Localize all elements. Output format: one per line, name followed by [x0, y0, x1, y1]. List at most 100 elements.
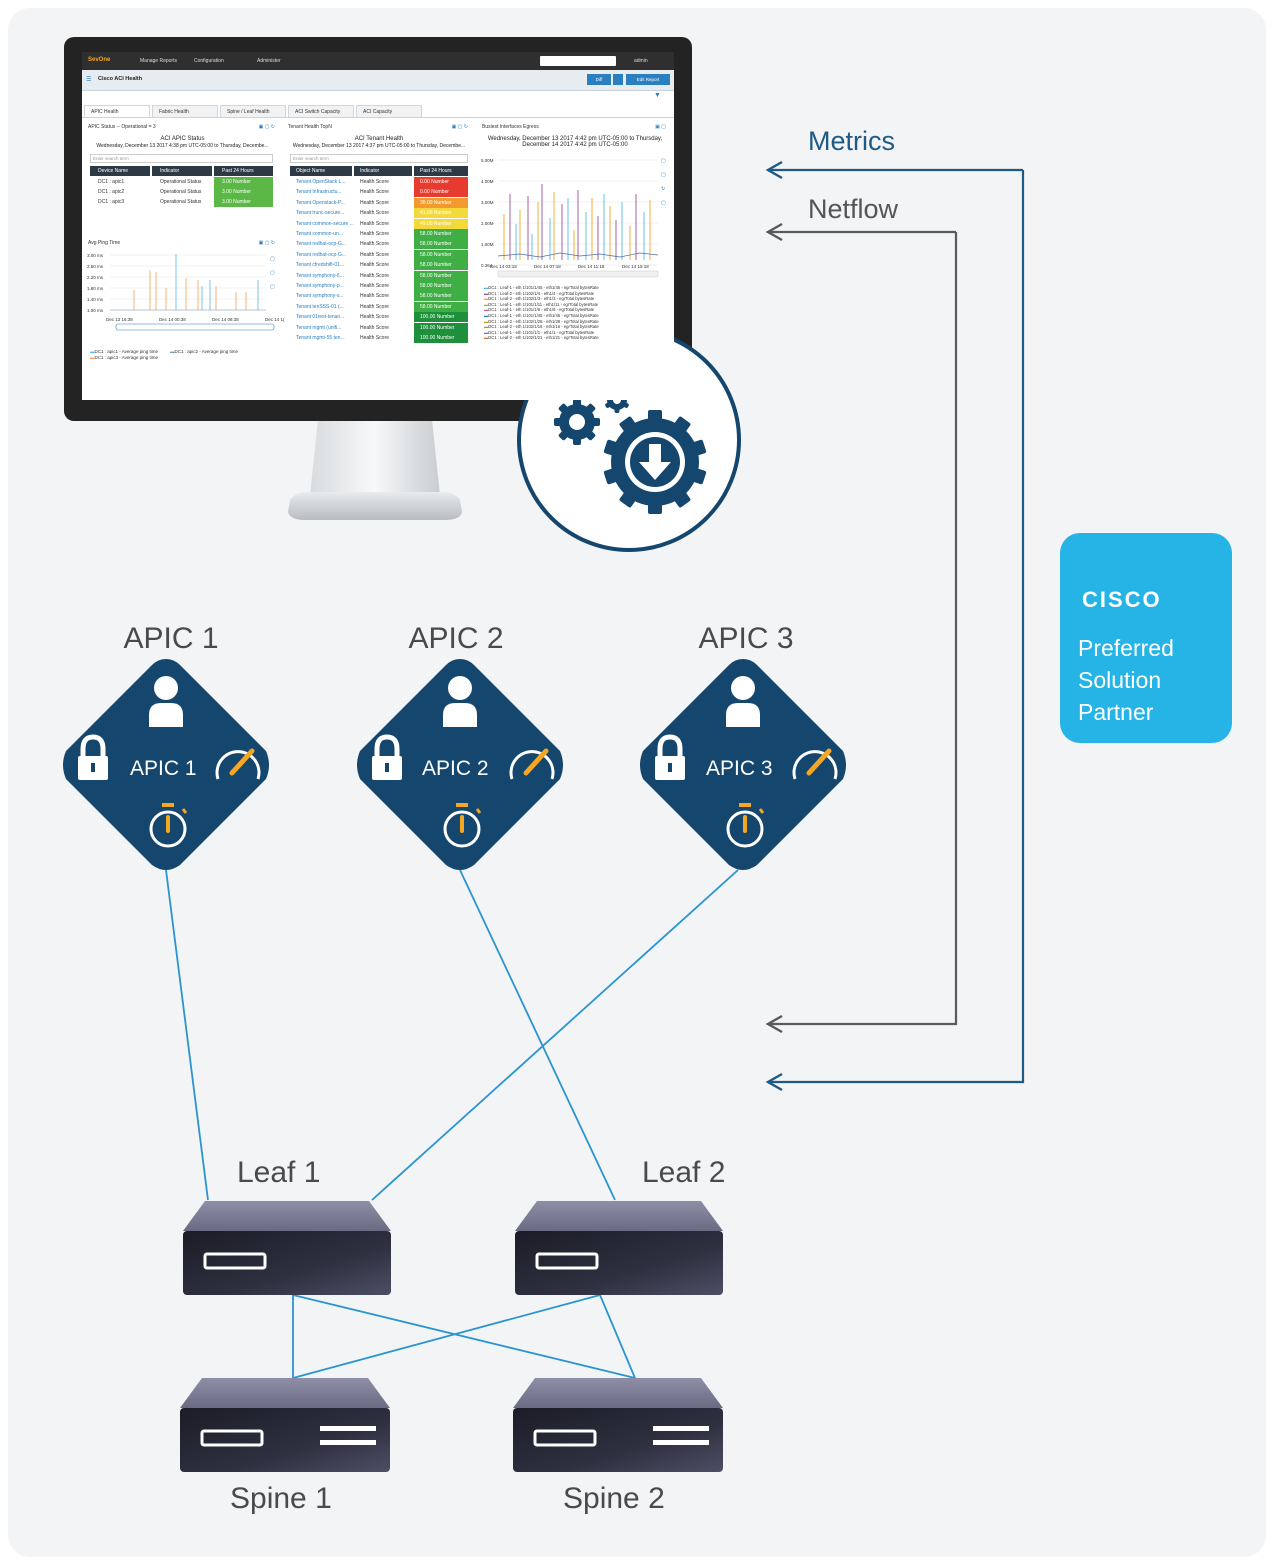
egress-legend-item: ▬DC1 : Leaf-2 - eth 1/102/1/16 - eth1/16… [484, 324, 599, 330]
ping-ytick: 2.60 ms [87, 264, 104, 269]
table-cell[interactable]: Tenant symphony-6... [296, 272, 344, 279]
table-cell: Health Score [360, 303, 389, 310]
egress-range-slider[interactable] [497, 270, 659, 278]
table-cell: 0.00 Number [414, 187, 468, 198]
egress-legend-item: ▬DC1 : Leaf-1 - eth 1/101/1/1 - eth1/1 -… [484, 329, 595, 335]
table-cell[interactable]: Tenant tenSSS-01 (... [296, 303, 344, 310]
column-header[interactable]: Device Name [90, 166, 150, 176]
leaf-2-switch [515, 1201, 723, 1295]
apic-3-controller [640, 659, 846, 870]
hamburger-icon[interactable]: ☰ [86, 77, 92, 83]
badge-line-3: Partner [1078, 699, 1154, 725]
panel-tools-icon[interactable]: ▣ ▢ ↻ [451, 124, 468, 130]
table-cell: 0.00 Number [414, 177, 468, 187]
ping-side-icon[interactable]: ▢ [270, 270, 275, 276]
egress-legend-item: ▬DC1 : Leaf-2 - eth 1/102/1/21 - eth1/21… [484, 335, 599, 341]
column-header[interactable]: Past 24 Hours [414, 166, 468, 176]
screen-user[interactable]: admin [634, 58, 648, 64]
table-cell[interactable]: Tenant common-secure ... [296, 220, 354, 227]
egress-legend-item: ▬DC1 : Leaf-1 - eth 1/101/1/45 - eth1/45… [484, 313, 599, 318]
stopwatch-icon [726, 803, 765, 848]
table-cell: 100.00 Number [414, 322, 468, 333]
table-cell[interactable]: Tenant symphony-s... [296, 293, 344, 300]
column-header[interactable]: Past 24 Hours [214, 166, 273, 176]
ping-side-icon[interactable]: ▢ [270, 256, 275, 262]
table-cell[interactable]: Tenant symphony-p... [296, 283, 344, 289]
apic-status-panel: APIC Status -- Operational = 3 ▣ ▢ ↻ ACI… [86, 124, 279, 234]
filter-icon[interactable]: ▼ [654, 92, 661, 99]
apic-search-input[interactable]: Enter search term [90, 154, 273, 163]
table-cell[interactable]: Tenant Openstack-P... [296, 199, 345, 206]
table-cell[interactable]: Tenant mgmt-55 ten... [296, 335, 345, 341]
ping-range-slider[interactable] [115, 323, 275, 331]
table-cell: 3.00 Number [214, 197, 273, 207]
table-cell[interactable]: DC1 : apic1 [98, 179, 125, 185]
panel-tools-icon[interactable]: ▣ ▢ [655, 124, 666, 130]
table-cell: 100.00 Number [414, 333, 468, 343]
tab-aci-capacity[interactable]: ACI Capacity [356, 105, 422, 117]
edit-report-button[interactable]: Edit Report [626, 74, 670, 85]
egress-xtick: Dec 14 03:18 [490, 264, 517, 269]
table-cell[interactable]: Tenant OpenStack L... [296, 179, 346, 185]
tenant-title: Tenant Health TopN [288, 124, 332, 130]
egress-side-icon[interactable]: ▢ [661, 158, 666, 164]
table-cell[interactable]: Tenant 01test-tenan... [296, 314, 345, 321]
lock-icon [655, 734, 685, 780]
table-cell[interactable]: Tenant trunc-secure... [296, 210, 345, 217]
menu-configuration[interactable]: Configuration [194, 58, 224, 64]
table-cell: Health Score [360, 241, 389, 248]
user-icon [726, 676, 760, 727]
spine-1-label: Spine 1 [230, 1482, 332, 1515]
badge-line-2: Solution [1078, 667, 1162, 693]
diff-label: Diff [595, 77, 603, 82]
table-cell[interactable]: DC1 : apic2 [98, 189, 125, 195]
menu-administer[interactable]: Administer [257, 58, 281, 64]
table-cell[interactable]: Tenant redhat-ocp-G... [296, 241, 347, 248]
table-cell[interactable]: Tenant common-un... [296, 231, 343, 237]
badge-line-1: Preferred [1078, 635, 1174, 661]
table-cell[interactable]: Tenant redhat-ocp-G... [296, 251, 347, 258]
tab-fabric-health[interactable]: Fabric Health [152, 105, 218, 117]
ping-side-icon[interactable]: ▢ [270, 284, 275, 290]
table-cell: Health Score [360, 262, 389, 269]
table-cell[interactable]: Tenant cfredshift-01... [296, 262, 345, 269]
egress-side-icon[interactable]: ▢ [661, 200, 666, 206]
tab-aci-switch-capacity[interactable]: ACI Switch Capacity [288, 105, 354, 117]
tab-spine-leaf-health[interactable]: Spine / Leaf Health [220, 105, 286, 117]
tenant-search-input[interactable]: Enter search term [290, 154, 468, 163]
apic-2-inner-label: APIC 2 [422, 757, 489, 780]
table-cell: Health Score [360, 283, 389, 289]
diff-button[interactable]: Diff [587, 74, 611, 85]
apic-2-label: APIC 2 [408, 622, 504, 655]
column-header[interactable]: Object Name [290, 166, 352, 176]
apic-1-label: APIC 1 [123, 622, 219, 655]
table-cell[interactable]: DC1 : apic3 [98, 199, 125, 205]
egress-side-icon[interactable]: ↻ [661, 186, 665, 192]
screen-topbar: SevOne Manage Reports Configuration Admi… [82, 52, 674, 70]
netflow-flow-arrows [765, 222, 958, 1034]
egress-side-icon[interactable]: ▢ [661, 172, 666, 178]
monitor-stand [288, 420, 462, 520]
lock-icon [78, 734, 108, 780]
table-cell[interactable]: Tenant mgmt (unifi... [296, 324, 342, 331]
menu-manage-reports[interactable]: Manage Reports [140, 58, 177, 64]
panel-tools-icon[interactable]: ▣ ▢ ↻ [258, 124, 275, 130]
gauge-icon [509, 748, 555, 780]
apic-1-controller [63, 659, 269, 870]
screen-device-select[interactable] [540, 56, 616, 66]
egress-legend-item: ▬DC1 : Leaf-2 - eth 1/102/1/4 - eth1/4 -… [484, 290, 595, 296]
table-cell[interactable]: Tenant Infrastructu... [296, 189, 342, 196]
column-header[interactable]: Indicator [354, 166, 412, 176]
tab-apic-health[interactable]: APIC Health [84, 105, 150, 117]
gauge-icon [215, 748, 261, 780]
diff-dropdown-button[interactable] [613, 74, 623, 85]
column-header[interactable]: Indicator [152, 166, 212, 176]
panel-tools-icon[interactable]: ▣ ▢ ↻ [258, 240, 275, 246]
